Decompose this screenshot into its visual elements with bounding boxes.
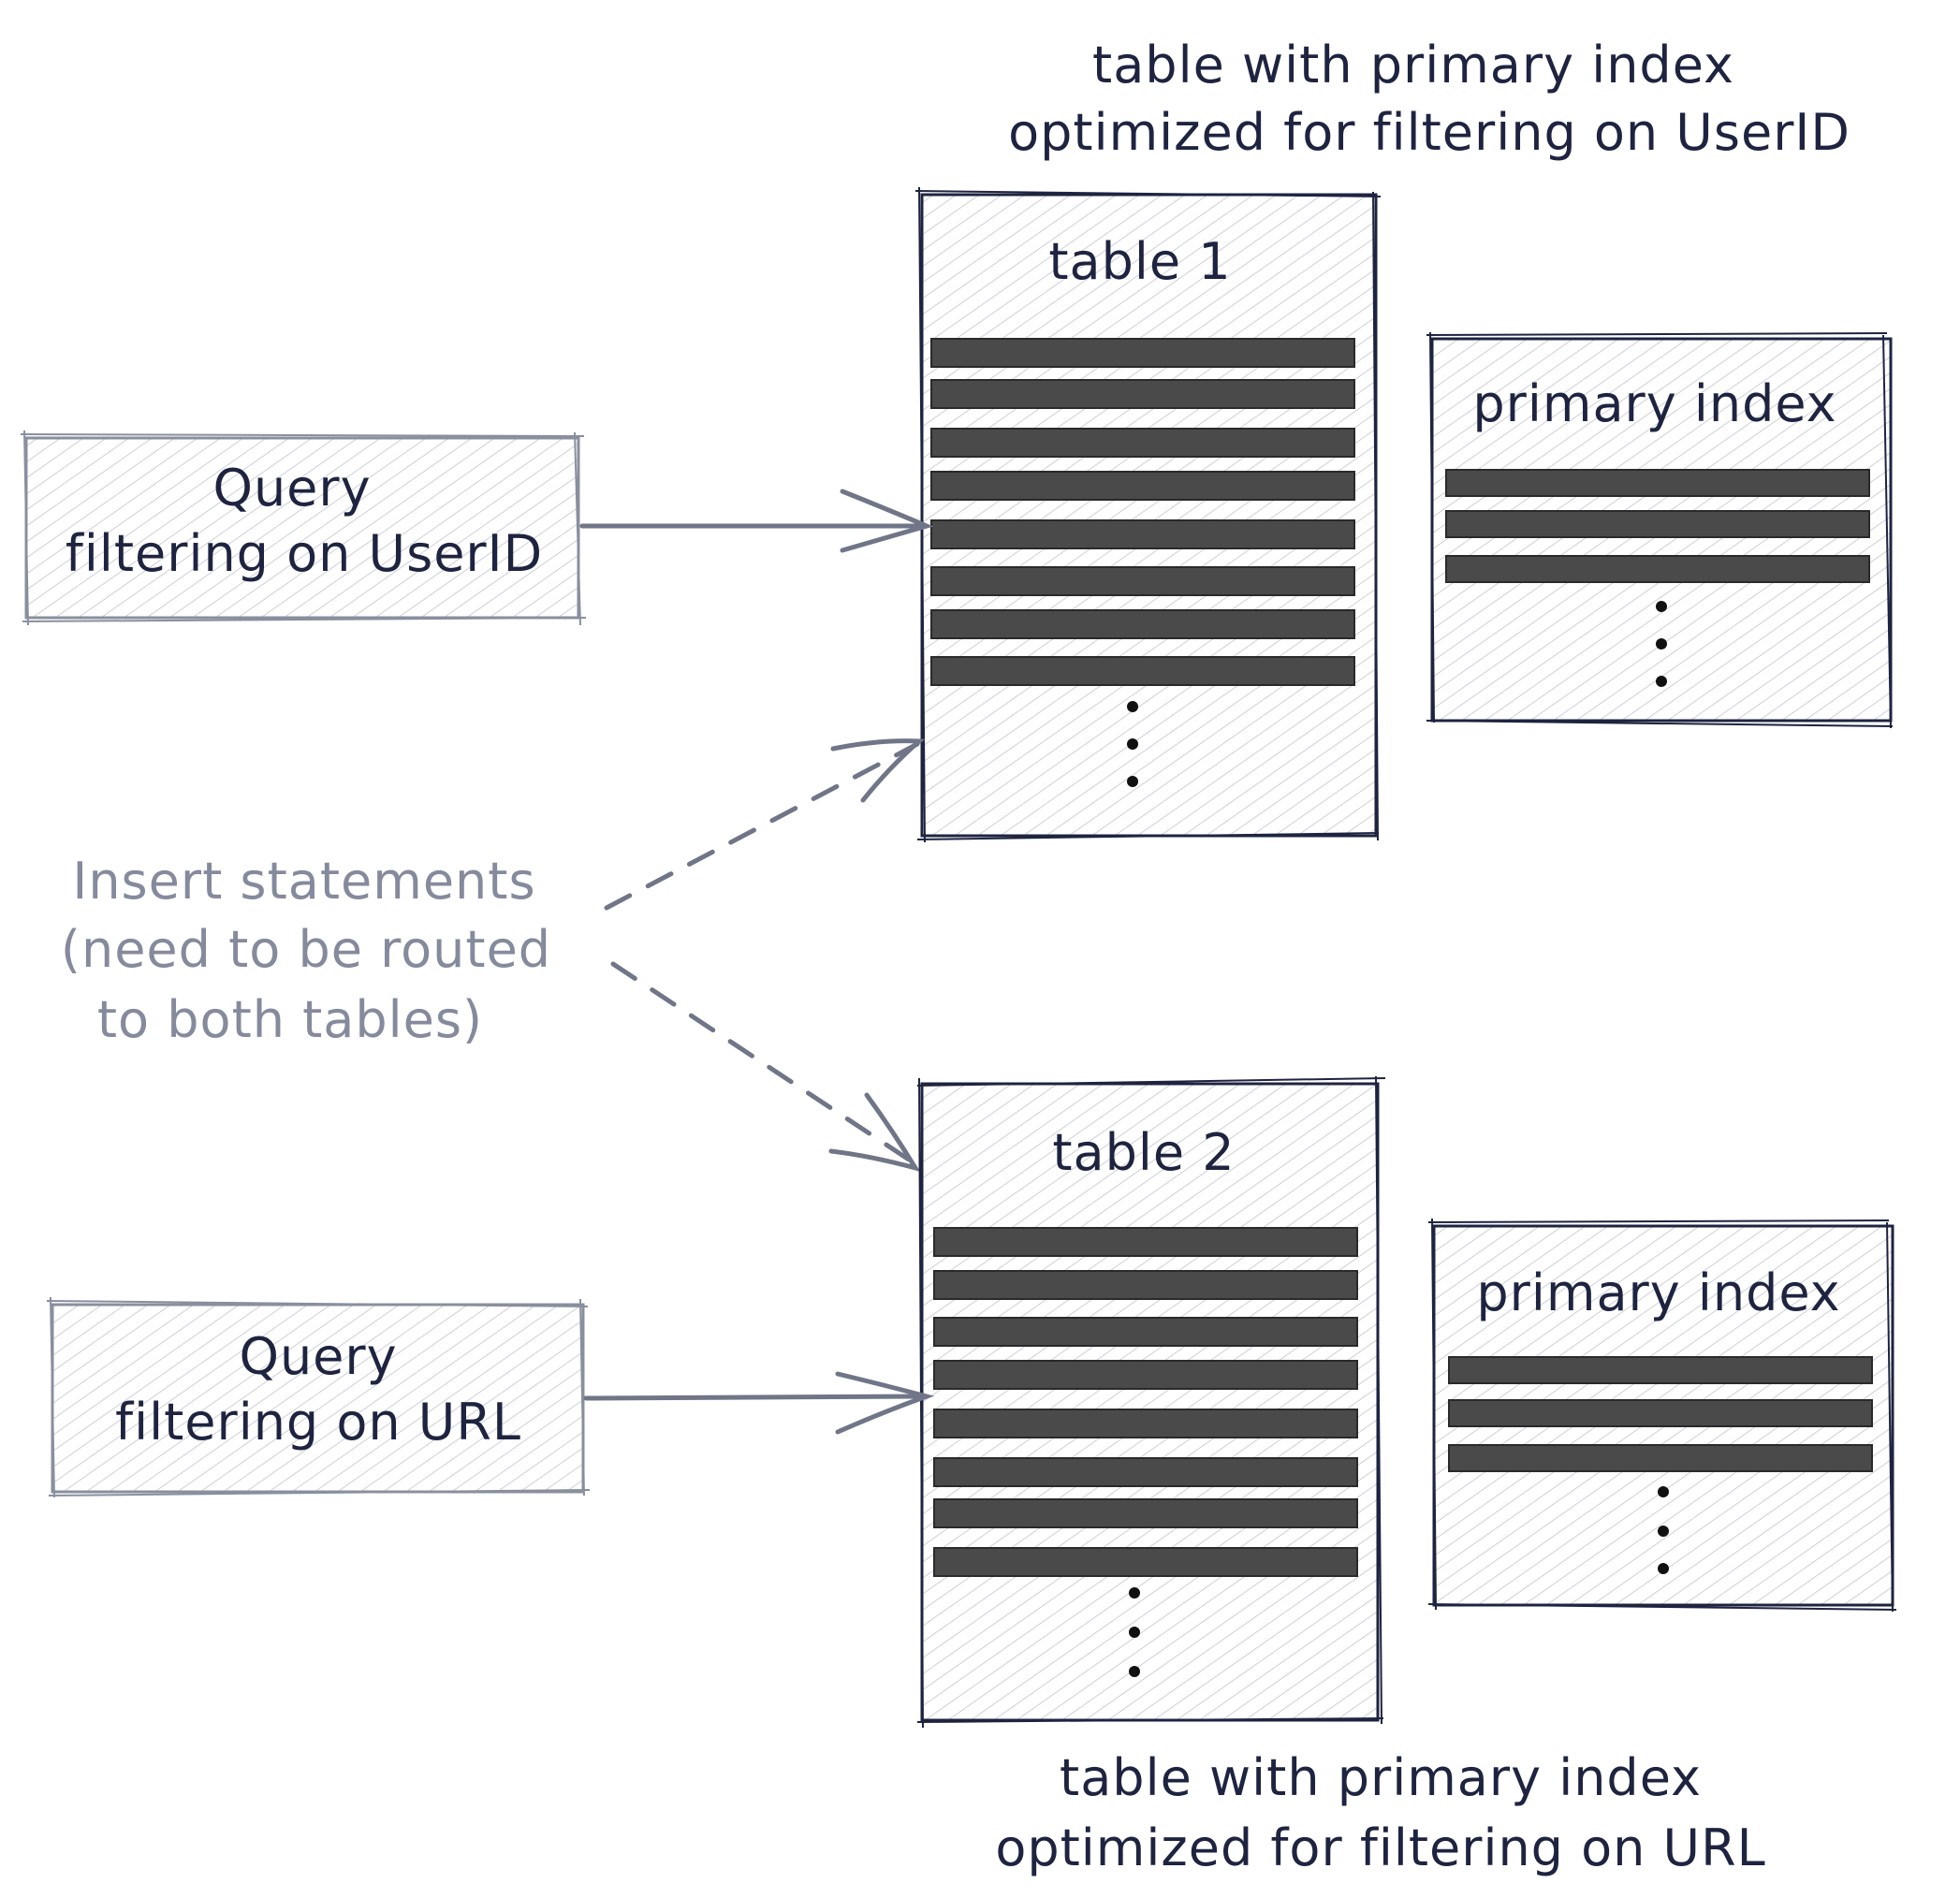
query-url-line2: filtering on URL <box>115 1393 521 1452</box>
insert-note-line1: Insert statements <box>72 852 535 911</box>
table-2-title: table 2 <box>1052 1123 1235 1182</box>
primary-index-2-ellipsis <box>1658 1486 1669 1574</box>
primary-index-2-label: primary index <box>1476 1263 1840 1322</box>
query-userid-line1: Query <box>212 459 371 518</box>
table-row <box>930 471 1355 501</box>
table-row <box>933 1547 1358 1577</box>
table-row <box>930 428 1355 458</box>
table-2-rows <box>933 1227 1358 1577</box>
table-row <box>933 1317 1358 1347</box>
index-row <box>1448 1399 1873 1427</box>
arrow-query-to-table-1 <box>579 489 934 553</box>
table-row <box>933 1270 1358 1300</box>
arrow-insert-to-table-1 <box>604 738 926 911</box>
arrow-insert-to-table-2 <box>610 961 921 1173</box>
table-1: table 1 <box>914 186 1382 843</box>
table-2: table 2 <box>916 1075 1386 1729</box>
query-userid-line2: filtering on UserID <box>66 524 543 583</box>
table-row <box>933 1360 1358 1390</box>
table-row <box>930 379 1355 409</box>
table-row <box>933 1457 1358 1487</box>
table-row <box>933 1409 1358 1438</box>
table-1-rows <box>930 338 1355 686</box>
top-caption-line2: optimized for filtering on UserID <box>1008 103 1850 162</box>
table-1-box <box>920 193 1378 838</box>
table-2-box <box>920 1082 1380 1722</box>
table-row <box>933 1227 1358 1257</box>
top-caption-line1: table with primary index <box>1092 36 1734 95</box>
index-row <box>1445 555 1870 583</box>
table-row <box>933 1498 1358 1528</box>
arrow-query-to-table-2 <box>583 1371 935 1435</box>
primary-index-2: primary index <box>1427 1218 1897 1613</box>
primary-index-1: primary index <box>1426 331 1894 729</box>
index-row <box>1445 510 1870 538</box>
bottom-caption-line2: optimized for filtering on URL <box>995 1818 1765 1877</box>
table-row <box>930 519 1355 549</box>
table-row <box>930 338 1355 368</box>
insert-note-line2: (need to be routed <box>61 920 551 979</box>
query-userid-box <box>24 436 580 620</box>
index-row <box>1445 469 1870 497</box>
insert-note-line3: to both tables) <box>97 990 483 1049</box>
query-userid: Query filtering on UserID <box>20 430 587 626</box>
table-1-title: table 1 <box>1048 232 1231 291</box>
bottom-caption-line1: table with primary index <box>1060 1748 1702 1807</box>
primary-index-1-ellipsis <box>1656 601 1667 687</box>
primary-index-1-label: primary index <box>1472 374 1836 433</box>
query-url-line1: Query <box>239 1327 397 1386</box>
primary-index-1-rows <box>1445 469 1870 583</box>
query-url: Query filtering on URL <box>46 1296 591 1498</box>
table-row <box>930 566 1355 596</box>
index-row <box>1448 1444 1873 1472</box>
index-row <box>1448 1356 1873 1384</box>
table-1-ellipsis <box>1127 701 1138 787</box>
primary-index-2-rows <box>1448 1356 1873 1472</box>
table-2-ellipsis <box>1129 1587 1140 1677</box>
table-row <box>930 609 1355 639</box>
table-row <box>930 656 1355 686</box>
